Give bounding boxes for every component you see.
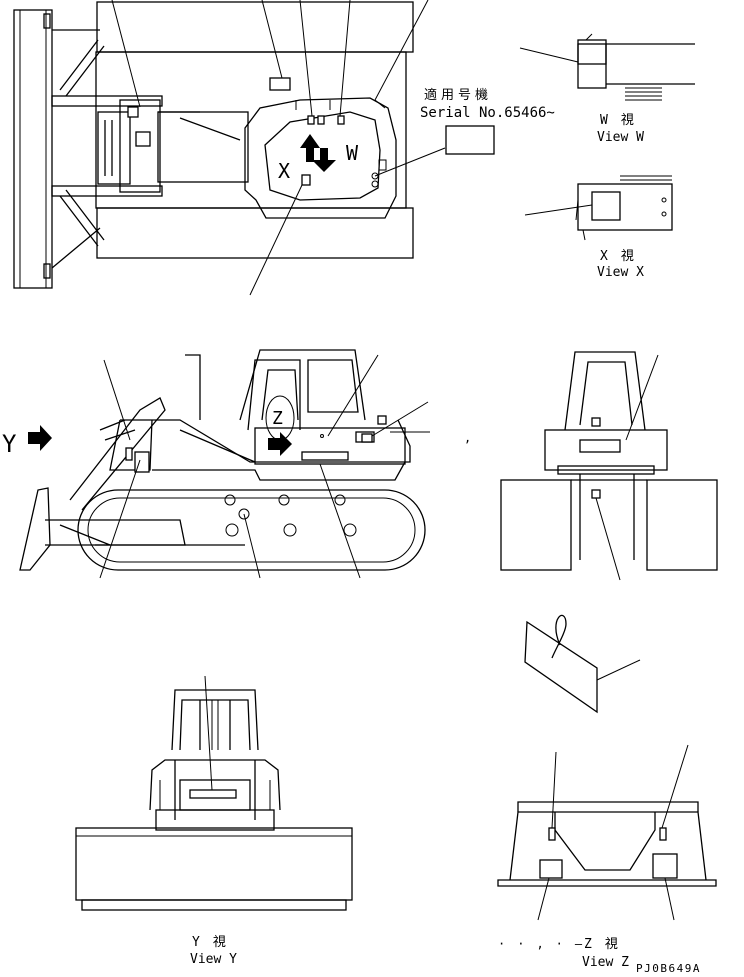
view-x-en: View X bbox=[597, 265, 644, 280]
view-z-prefix: · · , · – bbox=[498, 937, 583, 951]
view-x-jp: X 視 bbox=[600, 249, 634, 264]
serial-block: 適用号機 Serial No.65466~ bbox=[420, 87, 555, 155]
view-w-jp: W 視 bbox=[600, 113, 634, 128]
view-w-en: View W bbox=[597, 130, 644, 145]
down-arrow-icon bbox=[312, 148, 336, 172]
view-w: W 視 View W bbox=[519, 33, 695, 145]
up-arrow-icon bbox=[300, 134, 320, 162]
right-arrow-icon bbox=[28, 425, 52, 451]
drawing-code: PJ0B649A bbox=[636, 962, 701, 975]
top-w-marker: W bbox=[346, 141, 359, 165]
side-z-marker: Z bbox=[272, 408, 283, 429]
view-z-jp: Z 視 bbox=[584, 937, 618, 952]
tag-detail bbox=[524, 614, 641, 714]
top-view: X W bbox=[13, 0, 446, 296]
view-x: X 視 View X bbox=[524, 175, 673, 280]
view-y-jp: Y 視 bbox=[192, 935, 226, 950]
view-z-en: View Z bbox=[582, 955, 629, 970]
rear-view bbox=[500, 351, 718, 581]
view-y: Y 視 View Y bbox=[75, 675, 353, 967]
stray-comma: , bbox=[464, 431, 471, 445]
side-view: Y Z bbox=[2, 349, 471, 579]
right-arrow-icon bbox=[268, 432, 292, 456]
serial-number: Serial No.65466~ bbox=[420, 105, 555, 121]
serial-jp: 適用号機 bbox=[424, 87, 492, 103]
side-y-marker: Y bbox=[2, 430, 17, 458]
view-z: · · , · – Z 視 View Z bbox=[497, 744, 717, 970]
serial-label-plate bbox=[445, 125, 495, 155]
top-x-marker: X bbox=[278, 159, 290, 183]
view-y-en: View Y bbox=[190, 952, 237, 967]
